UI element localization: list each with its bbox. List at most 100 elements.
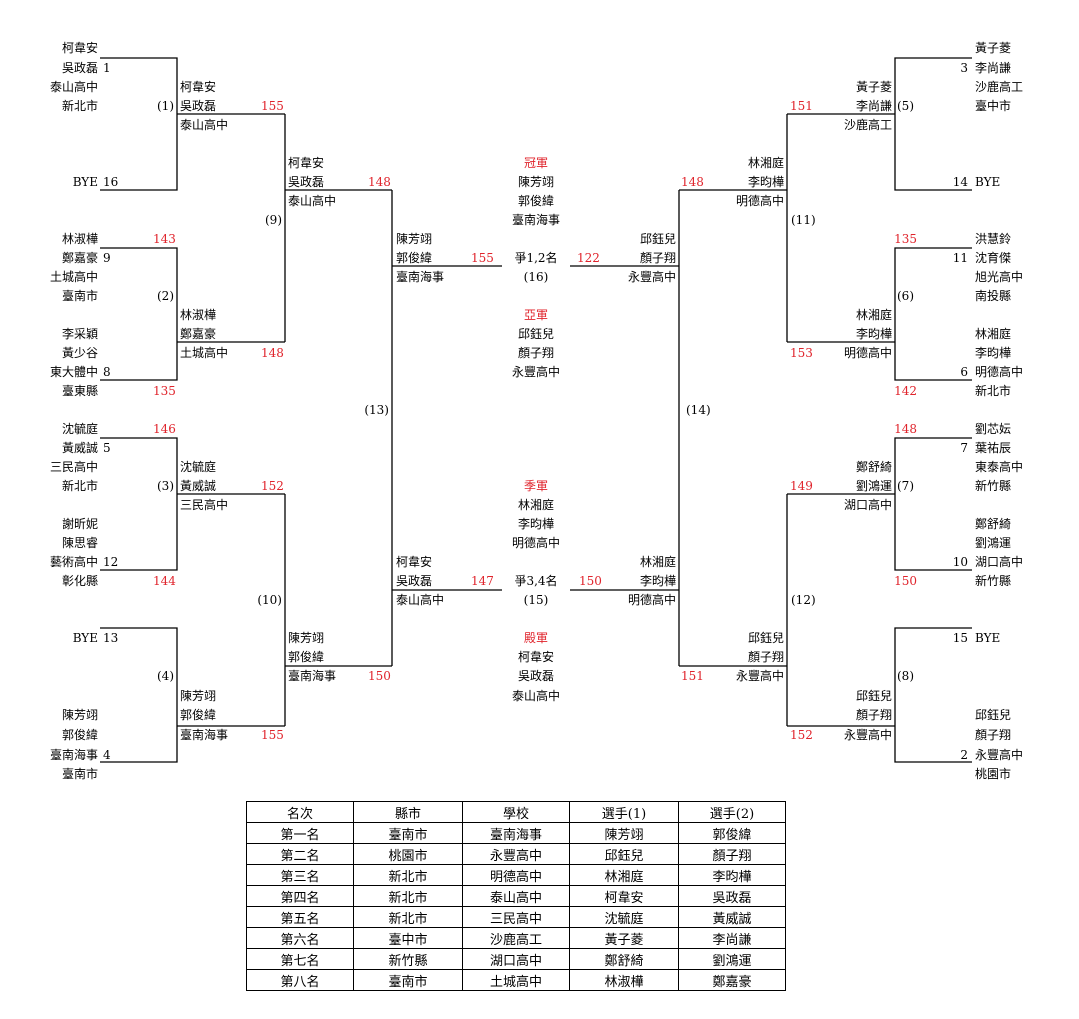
column-header: 選手(1) [569, 801, 679, 823]
player-name: 鄭嘉豪 [61, 251, 98, 265]
table-cell: 沈毓庭 [569, 906, 679, 928]
match-score: 148 [368, 175, 391, 189]
seed-number: 10 [952, 555, 968, 569]
player-name: 葉祐辰 [975, 441, 1012, 455]
player-name: BYE [975, 631, 1001, 645]
table-cell: 黃子菱 [569, 927, 679, 949]
city-name: 新竹縣 [975, 574, 1012, 588]
match-number: (8) [897, 669, 914, 683]
school-name: 湖口高中 [843, 498, 892, 512]
bracket-line-m5 [787, 57, 972, 191]
seed-number: 8 [103, 365, 111, 379]
player-name: 林湘庭 [975, 327, 1012, 341]
player-name: 李尚謙 [855, 99, 892, 113]
match-score: 148 [894, 422, 917, 436]
table-cell: 明德高中 [462, 864, 570, 886]
player-name: 吳政磊 [396, 574, 433, 588]
match-number: (13) [364, 403, 389, 417]
match-number: (1) [157, 99, 174, 113]
match-score: 150 [368, 669, 391, 683]
player-name: 郭俊緯 [288, 650, 325, 664]
table-cell: 新北市 [353, 885, 463, 907]
city-name: 彰化縣 [61, 574, 98, 588]
player-name: BYE [72, 631, 98, 645]
city-name: 臺東縣 [61, 384, 98, 398]
school-name: 永豐高中 [843, 728, 892, 742]
table-cell: 郭俊緯 [678, 822, 786, 844]
match-score: 155 [471, 251, 494, 265]
table-row: 第七名 新竹縣 湖口高中 鄭舒綺 劉鴻運 [246, 948, 786, 970]
table-row: 第六名 臺中市 沙鹿高工 黃子菱 李尚謙 [246, 927, 786, 949]
school-name: 旭光高中 [975, 270, 1024, 284]
table-cell: 李尚謙 [678, 927, 786, 949]
match-number: (5) [897, 99, 914, 113]
table-cell: 吳政磊 [678, 885, 786, 907]
school-name: 土城高中 [180, 346, 229, 360]
player-name: 郭俊緯 [517, 194, 554, 208]
table-cell: 陳芳翊 [569, 822, 679, 844]
player-name: 李昀樺 [855, 327, 892, 341]
match-score: 152 [790, 728, 813, 742]
table-cell: 永豐高中 [462, 843, 570, 865]
school-name: 泰山高中 [180, 118, 229, 132]
match-number: (11) [791, 213, 816, 227]
table-cell: 第七名 [246, 948, 354, 970]
bracket-line-m14 [570, 190, 680, 666]
bracket-line-m10 [284, 494, 392, 726]
table-cell: 土城高中 [462, 969, 570, 991]
bracket-lines [100, 57, 972, 763]
seed-number: 7 [960, 441, 968, 455]
table-cell: 新竹縣 [353, 948, 463, 970]
school-name: 沙鹿高工 [843, 118, 892, 132]
match-score: 151 [790, 99, 813, 113]
match-number: (14) [686, 403, 711, 417]
city-name: 桃園市 [975, 767, 1012, 781]
match-number: (15) [523, 593, 549, 607]
school-name: 東泰高中 [975, 460, 1024, 474]
column-header: 選手(2) [678, 801, 786, 823]
city-name: 南投縣 [975, 289, 1012, 303]
match-score: 135 [153, 384, 176, 398]
table-cell: 第五名 [246, 906, 354, 928]
table-cell: 黃威誠 [678, 906, 786, 928]
player-name: 邱鈺兒 [639, 232, 676, 246]
results-table: 名次 縣市 學校 選手(1) 選手(2) 第一名 臺南市 臺南海事 陳芳翊 郭俊… [246, 801, 786, 991]
school-name: 泰山高中 [511, 689, 560, 703]
match-score: 151 [681, 669, 704, 683]
player-name: 李采穎 [61, 327, 98, 341]
player-name: 李昀樺 [975, 346, 1012, 360]
school-name: 湖口高中 [975, 555, 1024, 569]
seed-number: 5 [103, 441, 111, 455]
player-name: 沈育傑 [975, 251, 1012, 265]
column-header: 縣市 [353, 801, 463, 823]
table-cell: 三民高中 [462, 906, 570, 928]
player-name: 邱鈺兒 [517, 327, 554, 341]
table-cell: 柯韋安 [569, 885, 679, 907]
table-cell: 第八名 [246, 969, 354, 991]
match-score: 150 [894, 574, 917, 588]
player-name: 李昀樺 [517, 517, 554, 531]
player-name: 鄭舒綺 [975, 517, 1012, 531]
player-name: BYE [72, 175, 98, 189]
table-cell: 鄭舒綺 [569, 948, 679, 970]
match-score: 148 [261, 346, 284, 360]
seed-number: 6 [960, 365, 968, 379]
player-name: 郭俊緯 [396, 251, 433, 265]
school-name: 臺南海事 [180, 728, 229, 742]
school-name: 東大體中 [49, 365, 98, 379]
match-score: 142 [894, 384, 917, 398]
seed-number: 1 [103, 61, 111, 75]
player-name: 柯韋安 [180, 80, 217, 94]
player-name: 洪慧鈴 [975, 232, 1012, 246]
match-score: 153 [790, 346, 813, 360]
bracket-line-m6 [787, 247, 972, 381]
school-name: 三民高中 [180, 498, 229, 512]
city-name: 臺中市 [975, 99, 1012, 113]
table-cell: 臺南市 [353, 822, 463, 844]
table-cell: 第一名 [246, 822, 354, 844]
table-cell: 新北市 [353, 906, 463, 928]
player-name: BYE [975, 175, 1001, 189]
seed-number: 16 [103, 175, 119, 189]
school-name: 明德高中 [627, 593, 676, 607]
table-cell: 劉鴻運 [678, 948, 786, 970]
